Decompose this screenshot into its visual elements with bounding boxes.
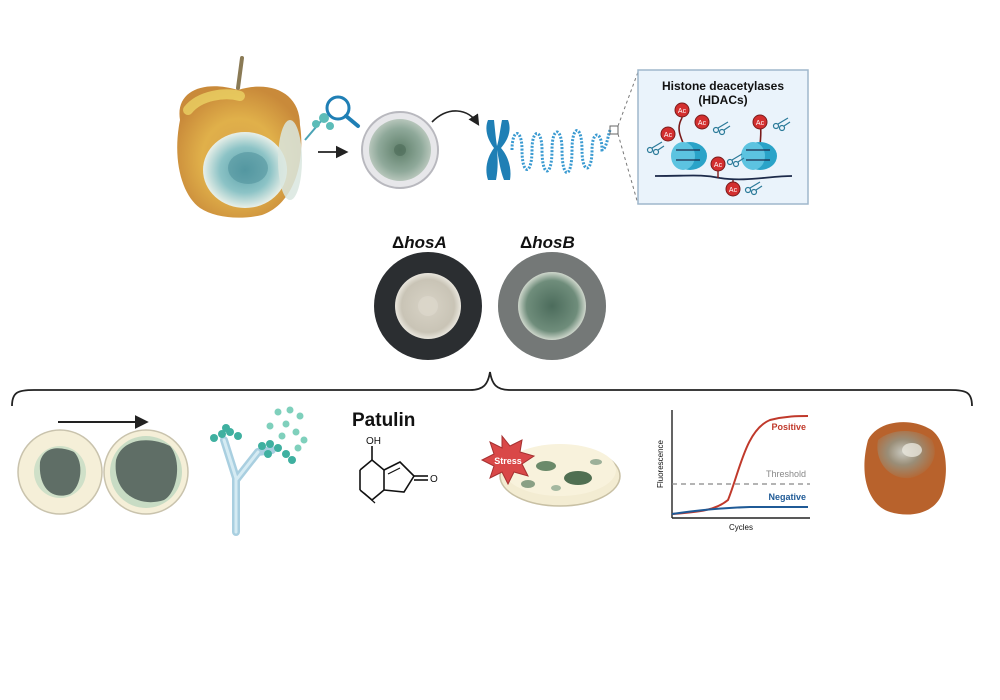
zoom-line-top: [617, 71, 639, 127]
stress-label: Stress: [494, 456, 522, 466]
dna-strand: [510, 129, 612, 174]
hdac-panel: Histone deacetylases (HDACs) Ac Ac: [637, 69, 809, 205]
acetyl-group-6: Ac: [725, 180, 741, 197]
chromosome-icon: [486, 120, 511, 180]
patulin-oh: OH: [366, 436, 381, 447]
hdac-title-line1: Histone deacetylases: [662, 79, 784, 93]
acetyl-group-3: Ac: [694, 114, 710, 130]
qpcr-negative-curve: [671, 506, 809, 515]
svg-text:Ac: Ac: [756, 120, 765, 127]
moldy-apple-icon: [177, 56, 302, 218]
qpcr-positive-label: Positive: [771, 422, 806, 432]
conidiophore-icon: [210, 406, 308, 536]
qpcr-xlabel: Cycles: [729, 523, 753, 532]
nucleosome-2: [741, 142, 777, 170]
growth-plate-small: [17, 429, 103, 515]
svg-text:Ac: Ac: [729, 187, 738, 194]
hosA-plate: [374, 252, 482, 360]
patulin-ketone-o: O: [430, 474, 438, 485]
qpcr-plot: Positive Threshold Negative Cycles Fluor…: [656, 410, 810, 532]
hosB-plate: [498, 252, 606, 360]
conidiophore-magnifier-icon: [304, 95, 360, 141]
qpcr-threshold-label: Threshold: [766, 469, 806, 479]
scissors-icon: [646, 117, 791, 196]
culture-plate-icon: [361, 111, 439, 189]
hosA-label: ΔhosA: [392, 233, 447, 252]
svg-text:Ac: Ac: [678, 108, 687, 115]
patulin-structure: [359, 446, 428, 504]
svg-text:Ac: Ac: [664, 132, 673, 139]
arrow-plate-to-chromosome: [431, 110, 480, 126]
stress-burst-icon: [480, 434, 536, 486]
acetyl-group-5: Ac: [710, 156, 726, 178]
nucleosome-1: [671, 142, 707, 170]
overview-bracket: [11, 371, 973, 407]
hosB-label: ΔhosB: [520, 233, 575, 252]
svg-text:Ac: Ac: [698, 120, 707, 127]
hdac-dna-line: [654, 174, 793, 181]
patulin-title: Patulin: [352, 410, 415, 431]
hdac-title-line2: (HDACs): [698, 93, 747, 107]
acetyl-group-2: Ac: [660, 126, 676, 142]
zoom-marker: [609, 125, 619, 135]
qpcr-ylabel: Fluorescence: [656, 439, 665, 488]
acetyl-group-4: Ac: [752, 114, 768, 130]
acetyl-group-1: Ac: [674, 102, 690, 118]
zoom-line-bottom: [617, 133, 639, 205]
svg-text:Ac: Ac: [714, 162, 723, 169]
growth-plate-large: [103, 429, 189, 515]
rotten-apple-icon: [864, 422, 946, 515]
qpcr-negative-label: Negative: [768, 492, 806, 502]
